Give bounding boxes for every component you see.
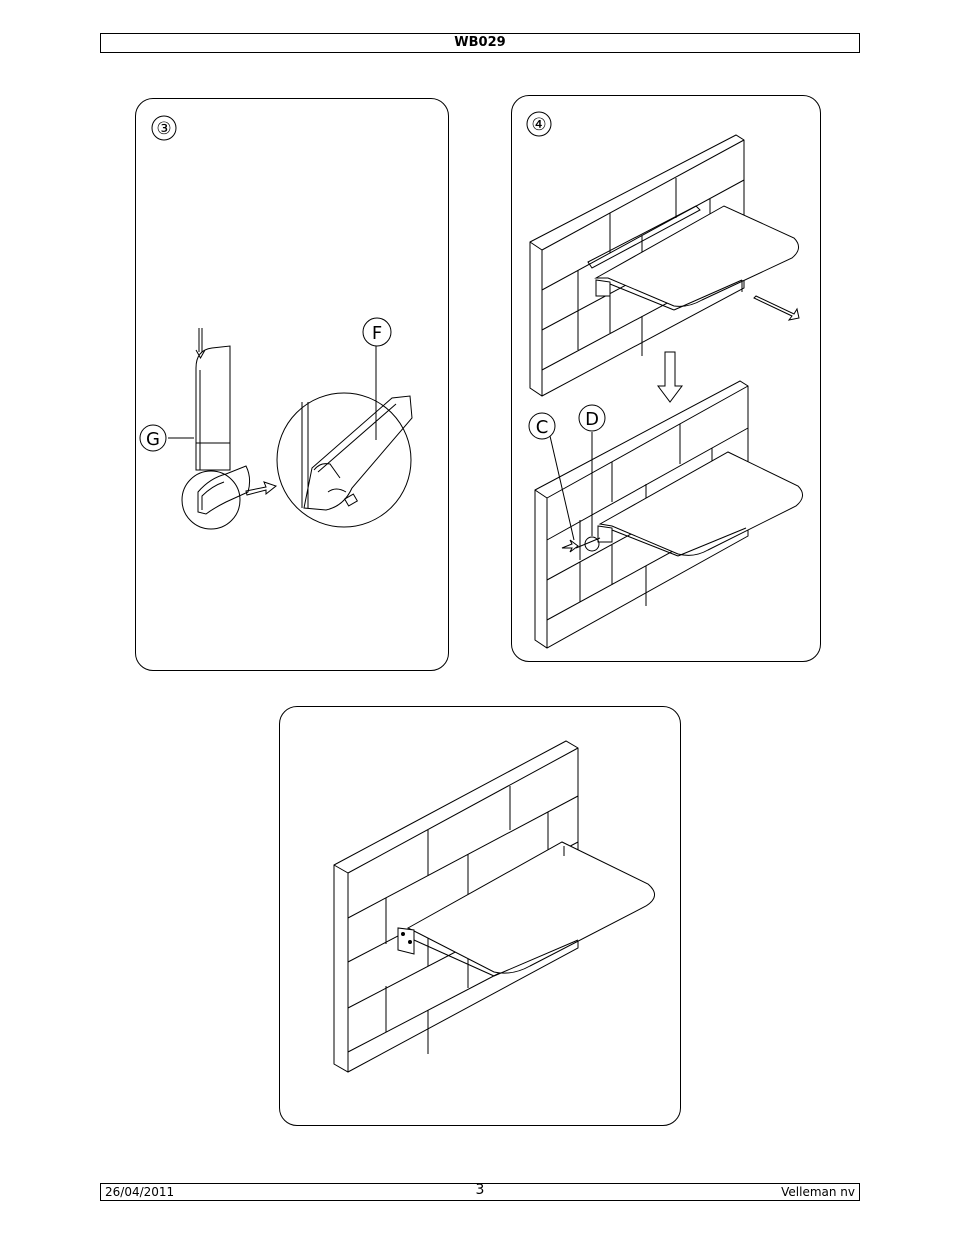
label-c: C: [536, 417, 549, 438]
page-number: 3: [101, 1182, 859, 1198]
footer-company: Velleman nv: [781, 1184, 855, 1200]
label-g: G: [146, 429, 160, 450]
page-footer: 26/04/2011 3 Velleman nv: [100, 1183, 860, 1201]
screw-detail: [562, 537, 600, 552]
final-illustration: [334, 741, 655, 1072]
step-4-number: ④: [531, 115, 546, 135]
step-4-illustration: ④: [527, 112, 803, 648]
insert-arrow-icon: [754, 296, 799, 320]
label-d: D: [585, 409, 599, 430]
profile-detail-large: [277, 393, 412, 527]
shelf-top: [588, 206, 799, 310]
down-arrow-icon: [658, 352, 682, 402]
profile-detail-small: [182, 466, 250, 529]
right-arrow-icon: [246, 482, 276, 495]
glass-panel: [196, 346, 230, 470]
label-f: F: [372, 323, 382, 344]
shelf-bottom: [598, 452, 803, 556]
step-3-illustration: ③ G: [140, 116, 412, 529]
step-3-number: ③: [156, 119, 171, 139]
shelf-final: [398, 842, 655, 976]
